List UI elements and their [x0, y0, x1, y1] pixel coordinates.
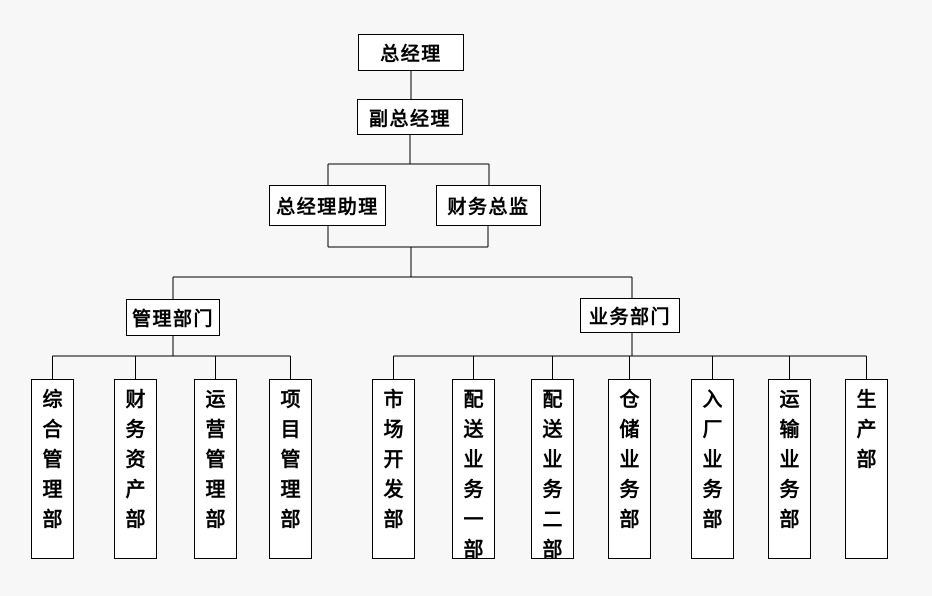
- org-node-char: 务: [125, 419, 146, 441]
- org-node-char: 储: [619, 419, 640, 441]
- org-node-char: 部: [383, 509, 404, 531]
- org-node-char: 部: [619, 509, 640, 531]
- org-node-char: 管: [42, 449, 63, 471]
- org-node-char: 产: [856, 419, 877, 441]
- org-node-deputy-general-manager: 副总经理: [357, 99, 463, 135]
- org-node-char: 目: [280, 419, 301, 441]
- org-node-char: 务: [702, 479, 723, 501]
- org-node-char: 财: [125, 389, 146, 411]
- org-node-gm-assistant: 总经理助理: [269, 185, 386, 226]
- org-node-char: 配: [542, 389, 563, 411]
- org-node-char: 项: [280, 389, 301, 411]
- org-node-finance-assets-dept: 财务资产部: [114, 379, 157, 559]
- org-node-char: 部: [42, 509, 63, 531]
- org-node-finance-director: 财务总监: [436, 185, 541, 226]
- org-node-char: 开: [383, 449, 404, 471]
- org-node-char: 部: [125, 509, 146, 531]
- org-node-char: 部: [205, 509, 226, 531]
- org-node-delivery-business-dept-2: 配送业务二部: [531, 379, 574, 561]
- org-node-char: 一: [463, 509, 484, 531]
- org-node-market-development-dept: 市场开发部: [372, 379, 415, 559]
- org-node-char: 部: [856, 449, 877, 471]
- org-node-char: 输: [779, 419, 800, 441]
- org-node-char: 务: [463, 479, 484, 501]
- org-node-char: 理: [42, 479, 63, 501]
- org-node-production-dept: 生产部: [845, 379, 888, 559]
- org-node-char: 合: [42, 419, 63, 441]
- org-node-operations-management-dept: 运营管理部: [194, 379, 237, 559]
- org-node-comprehensive-management-dept: 综合管理部: [31, 379, 74, 559]
- org-node-char: 配: [463, 389, 484, 411]
- org-node-char: 业: [619, 449, 640, 471]
- org-node-char: 管: [205, 449, 226, 471]
- org-node-char: 部: [702, 509, 723, 531]
- org-node-char: 业: [542, 449, 563, 471]
- org-node-char: 务: [779, 479, 800, 501]
- org-node-char: 业: [779, 449, 800, 471]
- org-node-char: 综: [42, 389, 63, 411]
- org-node-char: 务: [619, 479, 640, 501]
- org-node-char: 资: [125, 449, 146, 471]
- org-node-project-management-dept: 项目管理部: [269, 379, 312, 559]
- org-node-char: 业: [463, 449, 484, 471]
- org-node-warehousing-business-dept: 仓储业务部: [608, 379, 651, 559]
- org-node-char: 运: [205, 389, 226, 411]
- org-node-char: 部: [280, 509, 301, 531]
- org-node-char: 场: [383, 419, 404, 441]
- org-node-delivery-business-dept-1: 配送业务一部: [452, 379, 495, 561]
- org-node-char: 发: [383, 479, 404, 501]
- org-node-char: 部: [779, 509, 800, 531]
- org-node-business-departments: 业务部门: [580, 298, 680, 333]
- org-node-char: 入: [702, 389, 723, 411]
- org-node-char: 管: [280, 449, 301, 471]
- org-node-char: 生: [856, 389, 877, 411]
- org-node-char: 送: [542, 419, 563, 441]
- org-node-factory-entry-business-dept: 入厂业务部: [691, 379, 734, 559]
- org-node-char: 部: [542, 539, 563, 561]
- org-node-char: 理: [280, 479, 301, 501]
- org-node-management-departments: 管理部门: [126, 299, 220, 336]
- org-node-general-manager: 总经理: [358, 34, 464, 71]
- org-node-char: 产: [125, 479, 146, 501]
- org-node-char: 仓: [619, 389, 640, 411]
- org-node-char: 二: [542, 509, 563, 531]
- org-node-char: 市: [383, 389, 404, 411]
- org-node-char: 厂: [702, 419, 723, 441]
- org-node-char: 送: [463, 419, 484, 441]
- org-node-char: 务: [542, 479, 563, 501]
- org-node-transport-business-dept: 运输业务部: [768, 379, 811, 559]
- org-node-char: 部: [463, 539, 484, 561]
- org-node-char: 营: [205, 419, 226, 441]
- org-node-char: 理: [205, 479, 226, 501]
- org-node-char: 业: [702, 449, 723, 471]
- org-node-char: 运: [779, 389, 800, 411]
